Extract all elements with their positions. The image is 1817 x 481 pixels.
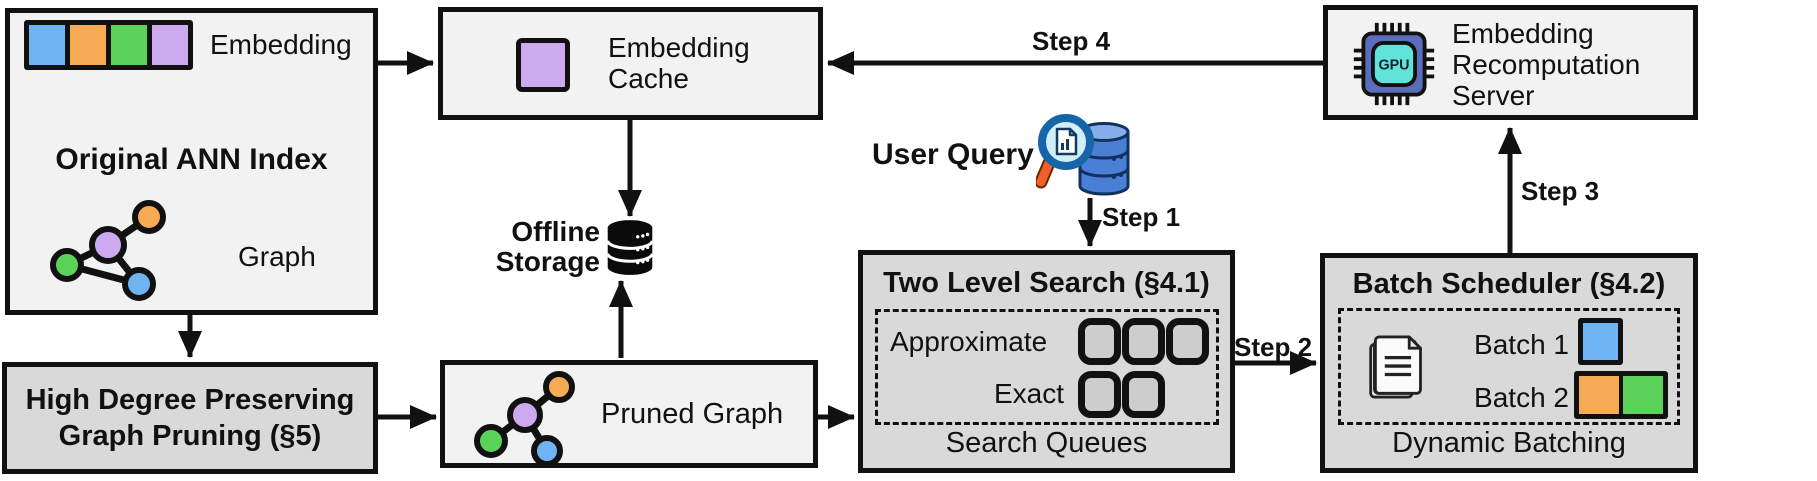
two-level-search-box: Two Level Search (§4.1) Approximate Exac…	[858, 250, 1235, 473]
graph-pruning-box: High Degree Preserving Graph Pruning (§5…	[2, 362, 378, 474]
two-level-search-title: Two Level Search (§4.1)	[883, 267, 1210, 299]
embedding-vector-icon	[24, 20, 193, 70]
recomputation-server-box: GPU Embedding Recomputation Server	[1323, 5, 1698, 120]
queue-slot	[1122, 371, 1165, 418]
graph-label: Graph	[238, 241, 316, 272]
approximate-queue-slots	[1078, 318, 1209, 365]
graph-nodes-icon	[50, 200, 166, 301]
pruned-graph-box: Pruned Graph	[440, 360, 818, 468]
search-queues-dashed-box: Approximate Exact	[875, 309, 1219, 425]
batch2-squares	[1574, 371, 1668, 419]
original-ann-index-box: Embedding Original ANN Index Graph	[5, 8, 378, 315]
queue-slot	[1122, 318, 1165, 365]
step4-label: Step 4	[1032, 26, 1111, 56]
batch-scheduler-box: Batch Scheduler (§4.2) Batch 1 Batch 2 D…	[1320, 253, 1698, 473]
batch-scheduler-title: Batch Scheduler (§4.2)	[1352, 268, 1666, 300]
database-icon	[606, 220, 654, 275]
embedding-square-purple	[152, 25, 188, 65]
dynamic-batching-caption: Dynamic Batching	[1392, 427, 1626, 459]
batch2-label: Batch 2	[1474, 382, 1569, 413]
embedding-cache-box: Embedding Cache	[438, 7, 823, 120]
magnifier-database-icon	[1036, 114, 1130, 196]
exact-queue-slots	[1078, 371, 1165, 418]
dynamic-batching-dashed-box: Batch 1 Batch 2	[1338, 308, 1680, 425]
step3-label: Step 3	[1521, 176, 1600, 206]
batch1-label: Batch 1	[1474, 329, 1569, 360]
search-queues-caption: Search Queues	[945, 427, 1148, 459]
gpu-chip-icon: GPU	[1353, 22, 1435, 106]
step1-label: Step 1	[1102, 202, 1181, 232]
user-query-label: User Query	[872, 138, 1034, 171]
batch2-square-orange	[1579, 376, 1619, 414]
cached-embedding-icon	[516, 38, 570, 92]
batch2-square-green	[1623, 376, 1663, 414]
embedding-square-blue	[29, 25, 65, 65]
batch1-square-blue	[1578, 318, 1623, 365]
embedding-square-green	[111, 25, 147, 65]
embedding-cache-label: Embedding Cache	[608, 32, 750, 94]
recomputation-server-label: Embedding Recomputation Server	[1452, 18, 1641, 111]
gpu-chip-text: GPU	[1378, 58, 1409, 74]
graph-pruning-label: High Degree Preserving Graph Pruning (§5…	[25, 384, 355, 452]
queue-slot	[1078, 318, 1121, 365]
exact-label: Exact	[994, 378, 1065, 409]
documents-stack-icon	[1369, 335, 1422, 399]
pruned-graph-nodes-icon	[474, 371, 575, 467]
step2-label: Step 2	[1234, 332, 1313, 362]
embedding-label: Embedding	[210, 29, 352, 60]
queue-slot	[1078, 371, 1121, 418]
offline-storage-label: Offline Storage	[495, 216, 600, 277]
pruned-graph-label: Pruned Graph	[601, 398, 784, 430]
original-ann-index-title: Original ANN Index	[55, 143, 328, 176]
approximate-label: Approximate	[890, 326, 1048, 357]
queue-slot	[1166, 318, 1209, 365]
embedding-square-orange	[70, 25, 106, 65]
